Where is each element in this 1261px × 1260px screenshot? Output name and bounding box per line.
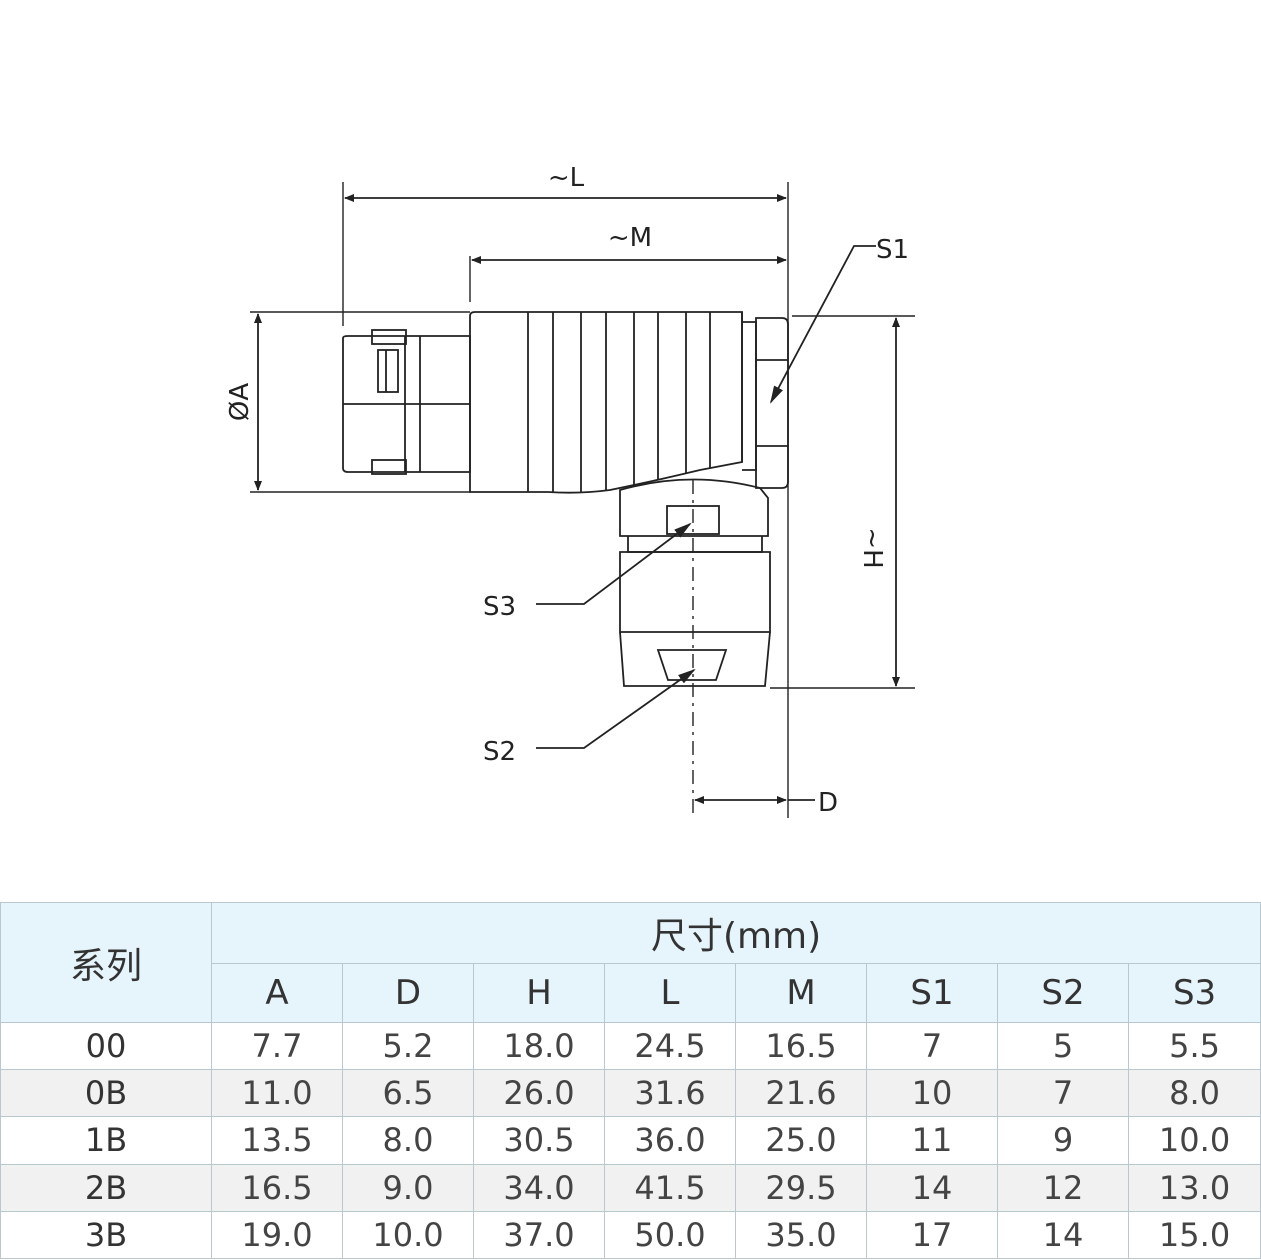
table-row: 1B 13.5 8.0 30.5 36.0 25.0 11 9 10.0	[0, 1116, 1261, 1165]
table-cell: 9	[997, 1116, 1129, 1165]
label-M: ~M	[608, 223, 652, 253]
table-cell: 18.0	[473, 1021, 605, 1071]
plug-front	[342, 329, 471, 475]
rear-cap	[755, 317, 789, 489]
series-cell: 3B	[0, 1210, 212, 1260]
table-cell: 8.0	[1127, 1069, 1261, 1118]
extension-lines	[250, 182, 915, 818]
table-cell: 26.0	[473, 1069, 605, 1118]
table-cell: 14	[997, 1210, 1129, 1260]
table-cell: 11	[866, 1116, 998, 1165]
table-cell: 30.5	[473, 1116, 605, 1165]
connector-drawing: ~L ~M ØA ~H S1 S3 S2 D	[225, 163, 915, 818]
grip-body	[469, 311, 757, 494]
table-cell: 34.0	[473, 1163, 605, 1212]
series-cell: 2B	[0, 1163, 212, 1212]
table-cell: 7	[866, 1021, 998, 1071]
table-cell: 41.5	[604, 1163, 736, 1212]
label-S1: S1	[876, 235, 909, 265]
leader-S1	[770, 245, 876, 404]
table-cell: 25.0	[735, 1116, 867, 1165]
column-header: L	[604, 963, 736, 1023]
table-cell: 15.0	[1127, 1210, 1261, 1260]
column-header: D	[342, 963, 474, 1023]
label-D: D	[818, 788, 838, 818]
label-L: ~L	[548, 163, 585, 193]
elbow-clamp	[619, 478, 771, 687]
table-cell: 10.0	[1127, 1116, 1261, 1165]
table-cell: 9.0	[342, 1163, 474, 1212]
table-cell: 36.0	[604, 1116, 736, 1165]
series-cell: 0B	[0, 1069, 212, 1118]
table-cell: 5.2	[342, 1021, 474, 1071]
table-cell: 16.5	[211, 1163, 343, 1212]
table-row: 00 7.7 5.2 18.0 24.5 16.5 7 5 5.5	[0, 1021, 1261, 1071]
series-cell: 00	[0, 1021, 212, 1071]
dimension-table: 系列 尺寸(mm) A D H L M S1 S2 S3 00 7.7 5.2 …	[0, 902, 1261, 1260]
table-cell: 24.5	[604, 1021, 736, 1071]
column-header: H	[473, 963, 605, 1023]
table-cell: 5	[997, 1021, 1129, 1071]
table-cell: 10.0	[342, 1210, 474, 1260]
table-cell: 50.0	[604, 1210, 736, 1260]
table-cell: 13.5	[211, 1116, 343, 1165]
series-cell: 1B	[0, 1116, 212, 1165]
table-row: 0B 11.0 6.5 26.0 31.6 21.6 10 7 8.0	[0, 1069, 1261, 1118]
label-H: ~H	[857, 527, 887, 568]
table-cell: 5.5	[1127, 1021, 1261, 1071]
table-cell: 11.0	[211, 1069, 343, 1118]
dimensions-header: 尺寸(mm)	[210, 902, 1261, 964]
label-S2: S2	[483, 737, 516, 767]
table-cell: 14	[866, 1163, 998, 1212]
column-header: M	[735, 963, 867, 1023]
column-header: S3	[1127, 963, 1261, 1023]
table-cell: 8.0	[342, 1116, 474, 1165]
table-cell: 35.0	[735, 1210, 867, 1260]
table-cell: 37.0	[473, 1210, 605, 1260]
table-cell: 7.7	[211, 1021, 343, 1071]
table-cell: 7	[997, 1069, 1129, 1118]
table-cell: 16.5	[735, 1021, 867, 1071]
table-cell: 12	[997, 1163, 1129, 1212]
table-cell: 17	[866, 1210, 998, 1260]
table-row: 3B 19.0 10.0 37.0 50.0 35.0 17 14 15.0	[0, 1210, 1261, 1260]
column-header: S1	[866, 963, 998, 1023]
leader-S3	[536, 522, 692, 605]
column-header: A	[211, 963, 343, 1023]
table-cell: 10	[866, 1069, 998, 1118]
series-header: 系列	[0, 902, 212, 1023]
table-row: 2B 16.5 9.0 34.0 41.5 29.5 14 12 13.0	[0, 1163, 1261, 1212]
column-header: S2	[997, 963, 1129, 1023]
leader-S2	[536, 668, 696, 749]
table-cell: 13.0	[1127, 1163, 1261, 1212]
table-cell: 31.6	[604, 1069, 736, 1118]
table-cell: 6.5	[342, 1069, 474, 1118]
table-cell: 19.0	[211, 1210, 343, 1260]
table-cell: 29.5	[735, 1163, 867, 1212]
label-A: ØA	[225, 383, 255, 421]
table-cell: 21.6	[735, 1069, 867, 1118]
label-S3: S3	[483, 592, 516, 622]
